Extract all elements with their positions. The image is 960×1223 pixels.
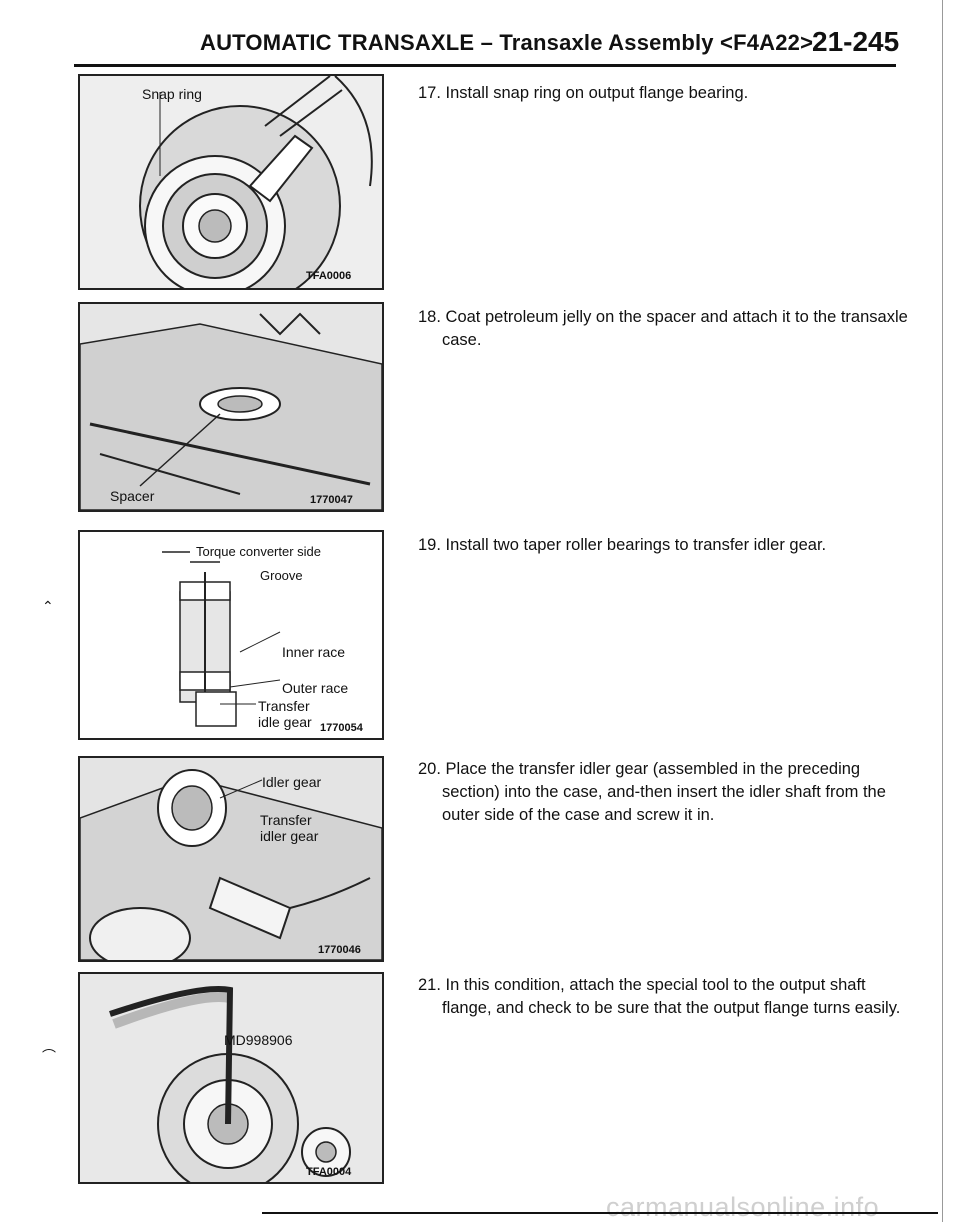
figure-snap-ring: Snap ring TFA0006 (78, 74, 384, 290)
figure-code: 1770047 (310, 494, 353, 506)
figure-spacer: Spacer 1770047 (78, 302, 384, 512)
label-snap-ring: Snap ring (142, 86, 202, 102)
label-inner-race: Inner race (282, 644, 346, 660)
spacer-illustration (80, 304, 382, 510)
step-18: 18. Coat petroleum jelly on the spacer a… (418, 308, 908, 349)
figure-special-tool: MD998906 TFA0004 (78, 972, 384, 1184)
idler-gear-illustration (80, 758, 382, 960)
snap-ring-illustration (80, 76, 382, 288)
label-groove: Groove (260, 568, 303, 583)
page-title: AUTOMATIC TRANSAXLE – Transaxle Assembly… (200, 30, 814, 55)
figure-code: TFA0006 (306, 270, 352, 282)
label-idler-gear: Idler gear (262, 774, 322, 790)
figure-idler-gear: Idler gear Transfer idler gear 1770046 (78, 756, 384, 962)
figure-bearing-section: Torque converter side Groove Inner race … (78, 530, 384, 740)
margin-mark: ⌒ (42, 1048, 56, 1064)
figure-code: 1770054 (320, 722, 363, 734)
label-outer-race: Outer race (282, 680, 349, 696)
page-number: 21-245 (812, 26, 900, 57)
bearing-section-diagram (162, 551, 281, 727)
label-spacer: Spacer (110, 488, 155, 504)
footer-rule (262, 1212, 938, 1214)
right-edge-line (942, 0, 943, 1222)
special-tool-illustration (80, 974, 382, 1182)
step-17: 17. Install snap ring on output flange b… (418, 84, 749, 102)
page-header: AUTOMATIC TRANSAXLE – Transaxle Assembly… (0, 0, 960, 70)
label-idler-gear-line2: idler gear (260, 828, 319, 844)
label-tool-number: MD998906 (224, 1032, 293, 1048)
watermark: carmanualsonline.info (606, 1192, 880, 1222)
label-transfer-idler: Transfer (260, 812, 312, 828)
step-20: 20. Place the transfer idler gear (assem… (418, 760, 886, 824)
figure-code: TFA0004 (306, 1166, 352, 1178)
margin-mark: ⌃ (42, 598, 54, 614)
step-19: 19. Install two taper roller bearings to… (418, 536, 827, 554)
label-transfer: Transfer (258, 698, 310, 714)
header-rule (74, 64, 896, 67)
label-idle-gear: idle gear (258, 714, 312, 730)
step-21: 21. In this condition, attach the specia… (418, 976, 901, 1017)
figure-code: 1770046 (318, 944, 361, 956)
label-torque-converter-side: Torque converter side (196, 544, 322, 559)
